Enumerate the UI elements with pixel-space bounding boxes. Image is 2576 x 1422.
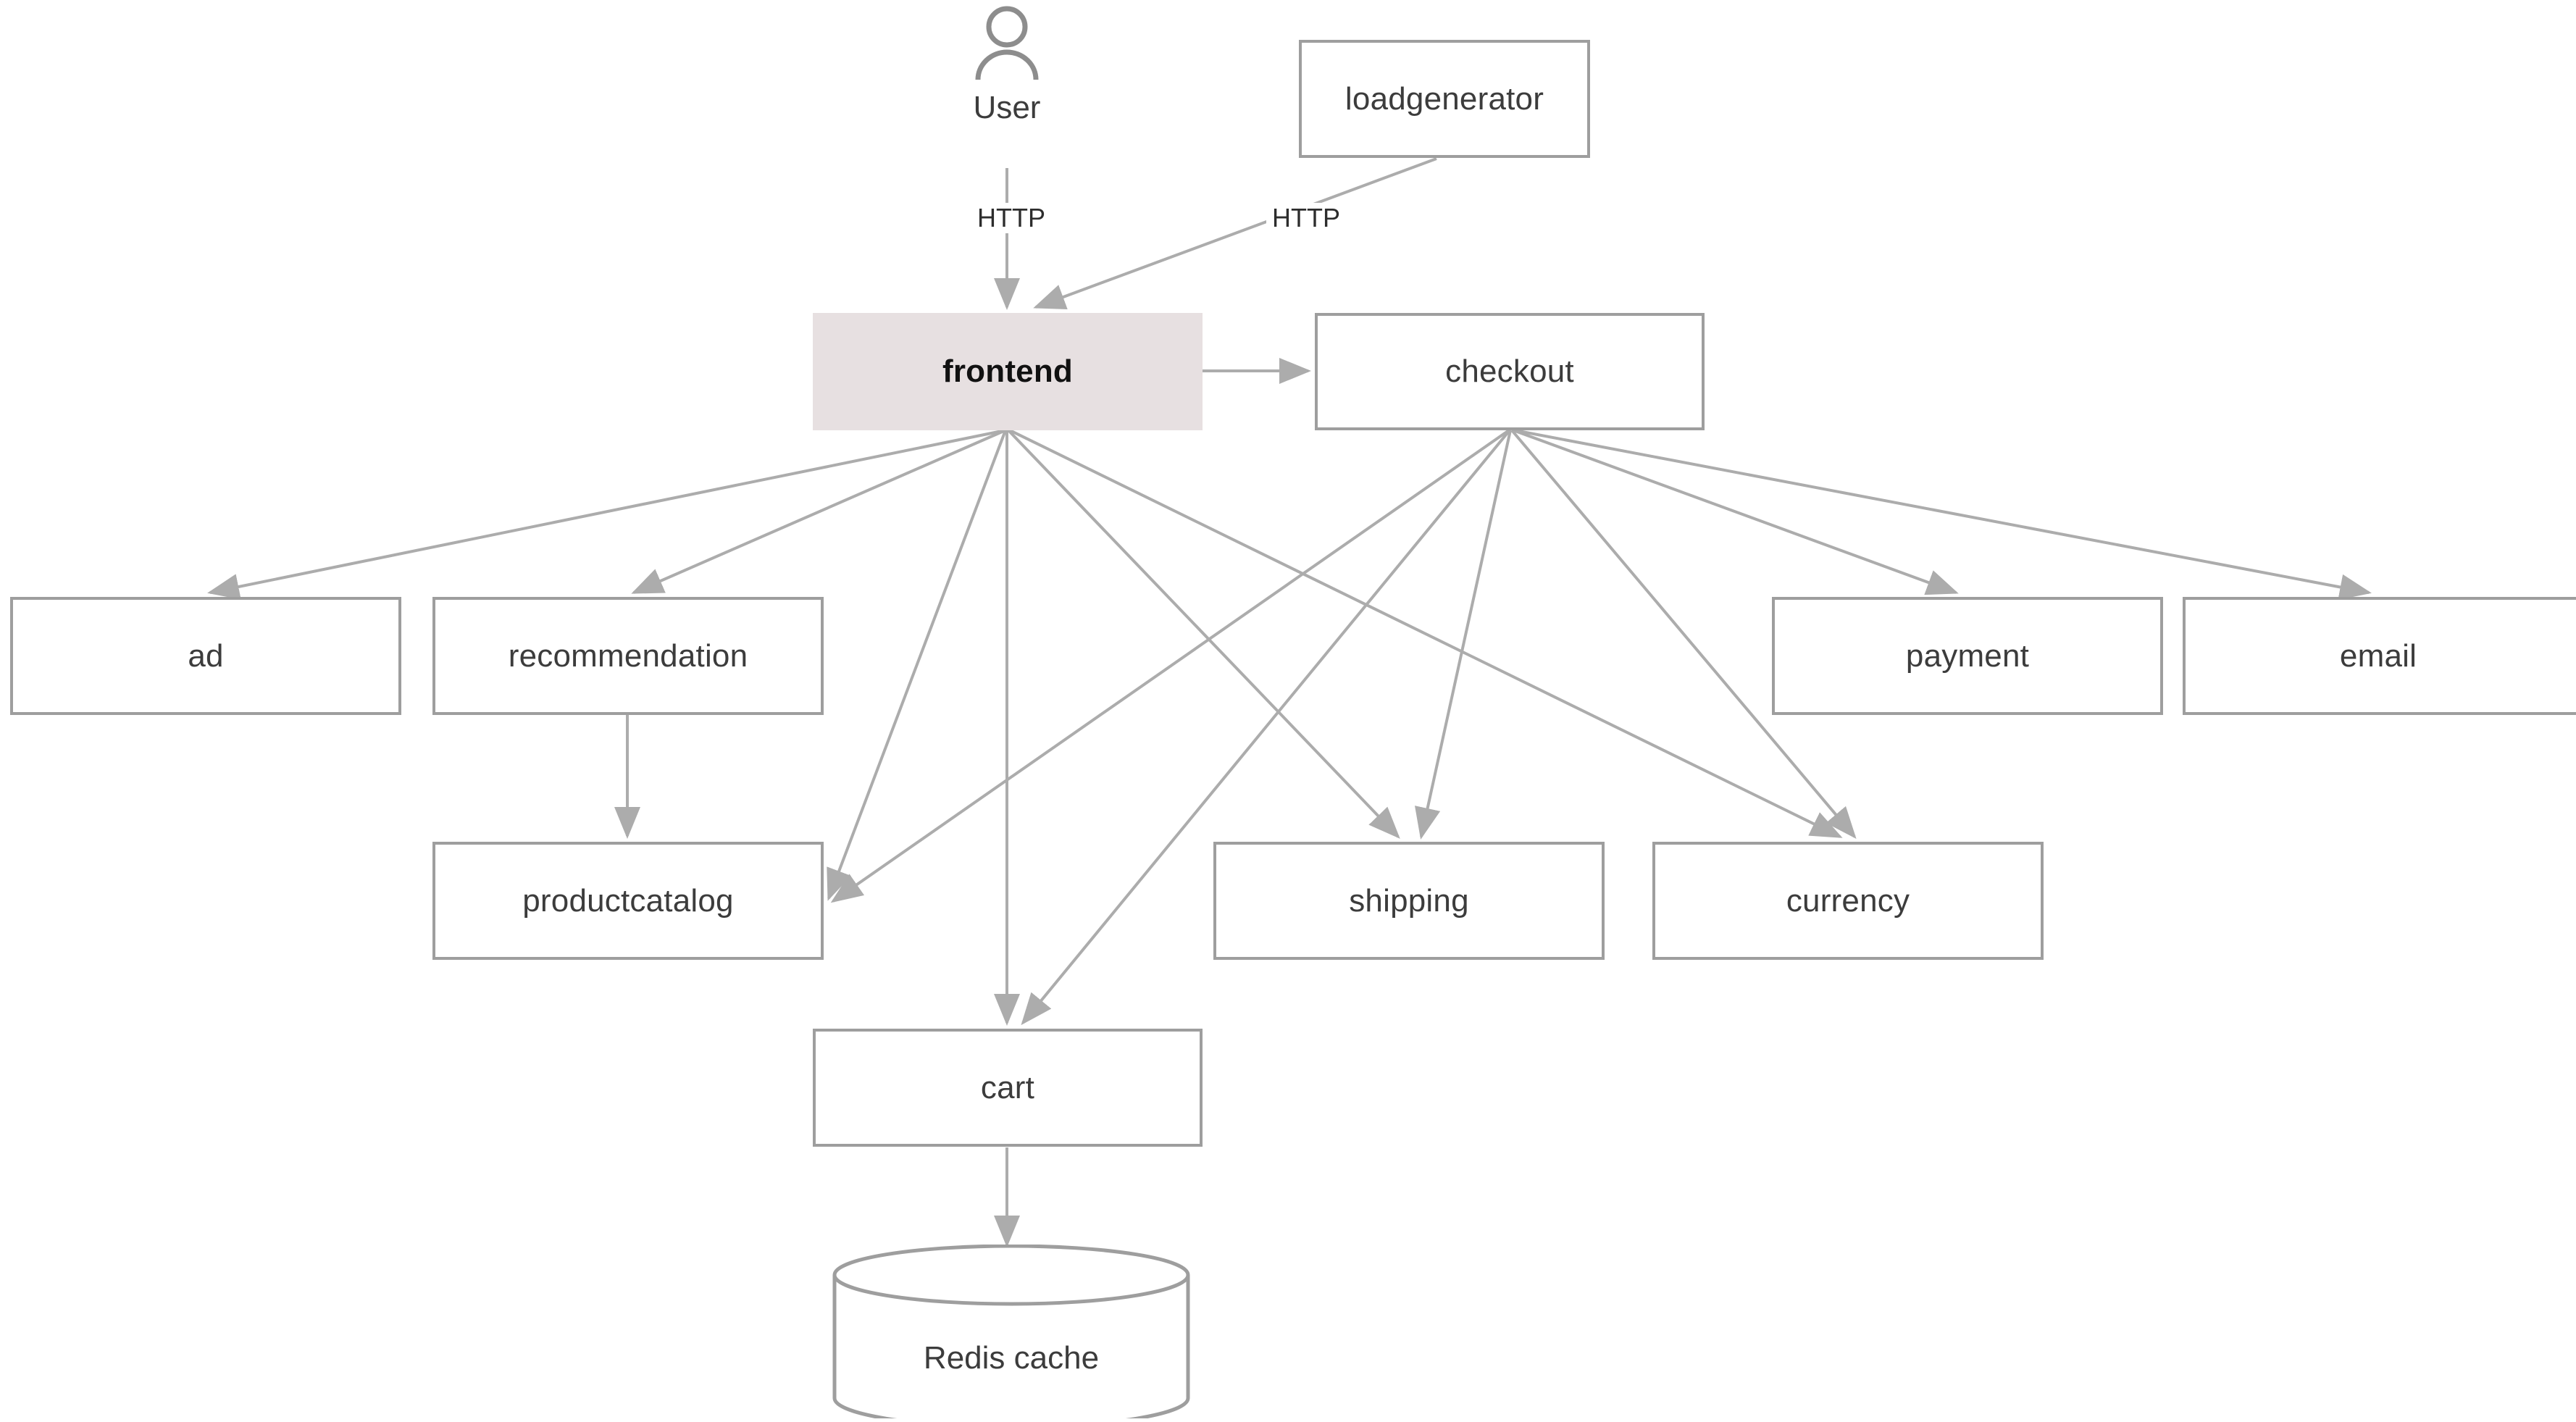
node-redis-cache[interactable]: Redis cache	[832, 1244, 1191, 1422]
actor-user-label: User	[973, 90, 1041, 125]
node-ad-label: ad	[188, 637, 224, 674]
edge-label-user-http: HTTP	[971, 203, 1051, 233]
node-productcatalog[interactable]: productcatalog	[432, 842, 824, 960]
node-shipping[interactable]: shipping	[1213, 842, 1605, 960]
node-shipping-label: shipping	[1349, 882, 1469, 919]
node-payment-label: payment	[1905, 637, 2030, 674]
node-checkout-label: checkout	[1445, 354, 1574, 389]
edge-checkout-payment	[1513, 429, 1959, 595]
edge-frontend-productcatalog	[827, 430, 1007, 901]
node-loadgenerator-label: loadgenerator	[1345, 80, 1544, 117]
edge-checkout-email	[1514, 429, 2372, 601]
edge-frontend-ad	[207, 429, 1006, 600]
node-cart-label: cart	[980, 1069, 1035, 1105]
edge-frontend-recommendation	[631, 429, 1006, 594]
node-recommendation-label: recommendation	[508, 637, 748, 674]
node-frontend[interactable]: frontend	[813, 313, 1203, 430]
edge-frontend-shipping	[1007, 429, 1400, 839]
node-ad[interactable]: ad	[10, 597, 401, 715]
actor-user[interactable]: User	[942, 4, 1072, 126]
node-frontend-label: frontend	[942, 354, 1073, 389]
node-currency[interactable]: currency	[1652, 842, 2044, 960]
user-icon	[975, 6, 1039, 80]
edge-label-loadgenerator-http: HTTP	[1266, 203, 1346, 233]
node-payment[interactable]: payment	[1772, 597, 2163, 715]
node-email[interactable]: email	[2183, 597, 2576, 715]
node-productcatalog-label: productcatalog	[522, 882, 734, 919]
node-currency-label: currency	[1786, 882, 1910, 919]
node-checkout[interactable]: checkout	[1315, 313, 1705, 430]
database-cylinder-icon	[832, 1244, 1190, 1422]
node-cart[interactable]: cart	[813, 1029, 1203, 1147]
node-recommendation[interactable]: recommendation	[432, 597, 824, 715]
node-loadgenerator[interactable]: loadgenerator	[1299, 40, 1590, 158]
edge-loadgenerator-frontend	[1033, 157, 1437, 309]
edge-frontend-currency	[1009, 429, 1843, 838]
node-email-label: email	[2339, 637, 2417, 674]
node-redis-cache-label: Redis cache	[923, 1340, 1100, 1376]
edge-checkout-shipping	[1414, 430, 1512, 840]
edge-checkout-productcatalog	[830, 429, 1510, 903]
